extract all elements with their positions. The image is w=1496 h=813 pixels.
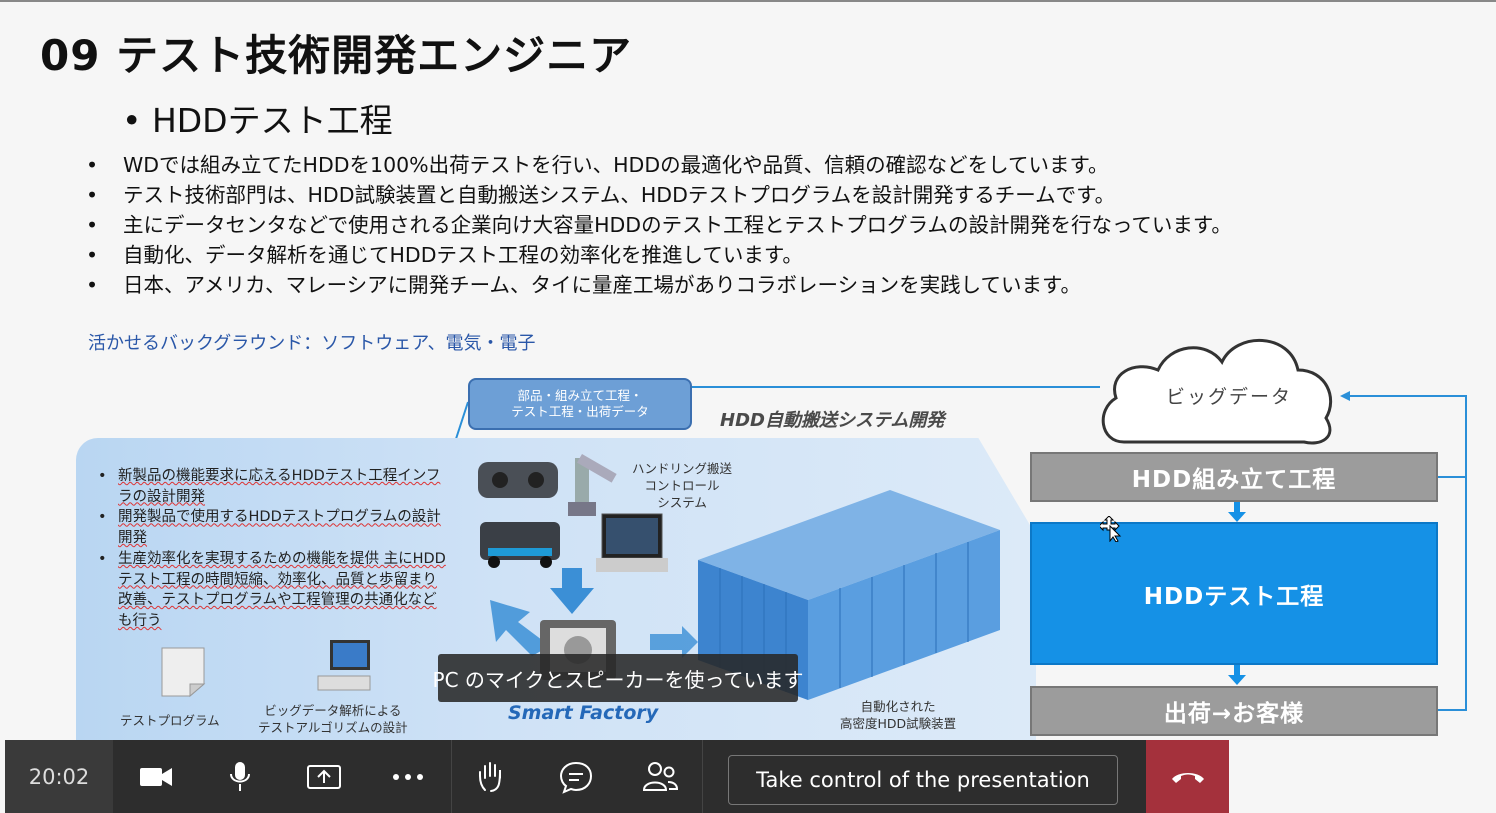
automated-tester-label: 自動化された 高密度HDD試験装置 — [840, 699, 957, 731]
camera-icon — [140, 767, 172, 786]
share-screen-button[interactable] — [289, 740, 359, 813]
audio-device-toast: PC のマイクとスピーカーを使っています — [433, 654, 804, 702]
more-actions-button[interactable] — [373, 740, 443, 813]
background-label: 活かせるバックグラウンド：ソフトウェア、電気・電子 — [88, 333, 536, 354]
agv-robot-icon — [480, 522, 560, 568]
flow-assembly-box: HDD組み立て工程 — [1030, 452, 1438, 502]
toolbar-divider — [702, 740, 703, 813]
laptop-icon — [596, 513, 668, 572]
flow-test-box: HDDテスト工程 — [1030, 522, 1438, 665]
flow-shipping-box: 出荷→お客様 — [1030, 686, 1438, 736]
chat-button[interactable] — [541, 740, 611, 813]
raise-hand-button[interactable] — [457, 740, 527, 813]
panel-item: 新製品の機能要求に応えるHDDテスト工程インフラの設計開発 — [96, 466, 451, 507]
share-screen-icon — [307, 764, 341, 789]
move-cursor-icon — [1100, 516, 1122, 542]
microphone-icon — [230, 761, 250, 791]
more-icon — [393, 773, 423, 780]
test-program-label: テストプログラム — [120, 713, 220, 728]
equipment-illustration — [478, 454, 1000, 700]
bullet-list: WDでは組み立てたHDDを100%出荷テストを行い、HDDの最適化や品質、信頼の… — [86, 150, 1232, 300]
slide-title: 09 テスト技術開発エンジニア — [40, 31, 633, 80]
camera-button[interactable] — [121, 740, 191, 813]
take-control-button[interactable]: Take control of the presentation — [728, 755, 1118, 805]
computer-icon — [317, 640, 371, 691]
down-arrow-icon — [1228, 502, 1246, 522]
bigdata-analysis-label: ビッグデータ解析による テストアルゴリズムの設計 — [258, 703, 408, 735]
bullet-item: テスト技術部門は、HDD試験装置と自動搬送システム、HDDテストプログラムを設計… — [86, 180, 1232, 210]
handling-label: ハンドリング搬送 コントロール システム — [632, 461, 733, 510]
data-callout: 部品・組み立て工程・ テスト工程・出荷データ — [468, 378, 692, 430]
meeting-timer: 20:02 — [5, 740, 113, 813]
panel-list: 新製品の機能要求に応えるHDDテスト工程インフラの設計開発 開発製品で使用するH… — [96, 466, 451, 632]
bullet-item: 日本、アメリカ、マレーシアに開発チーム、タイに量産工場がありコラボレーションを実… — [86, 270, 1232, 300]
down-arrow-icon — [1228, 665, 1246, 685]
cloud-icon — [1101, 339, 1333, 445]
bullet-item: 主にデータセンタなどで使用される企業向け大容量HDDのテスト工程とテストプログラ… — [86, 210, 1232, 240]
toolbar-divider — [451, 740, 452, 813]
chat-icon — [559, 761, 593, 794]
bullet-item: WDでは組み立てたHDDを100%出荷テストを行い、HDDの最適化や品質、信頼の… — [86, 150, 1232, 180]
slide-subtitle: • HDDテスト工程 — [122, 101, 393, 140]
meeting-toolbar: 20:02 — [5, 740, 1229, 813]
hdd-transport-label: HDD自動搬送システム開発 — [720, 410, 945, 431]
robot-arm-icon — [568, 454, 617, 516]
panel-item: 生産効率化を実現するための機能を提供 主にHDDテスト工程の時間短縮、効率化、品… — [96, 549, 451, 632]
raise-hand-icon — [479, 761, 501, 792]
panel-item: 開発製品で使用するHDDテストプログラムの設計開発 — [96, 507, 451, 548]
participants-button[interactable] — [625, 740, 695, 813]
smart-factory-label: Smart Factory — [508, 702, 659, 724]
sensor-camera-icon — [478, 462, 558, 498]
microphone-button[interactable] — [205, 740, 275, 813]
cloud-label: ビッグデータ — [1166, 386, 1293, 408]
bullet-item: 自動化、データ解析を通じてHDDテスト工程の効率化を推進しています。 — [86, 240, 1232, 270]
document-icon — [161, 647, 206, 698]
participants-icon — [642, 761, 679, 791]
leave-call-button[interactable] — [1146, 740, 1229, 813]
hang-up-icon — [1171, 772, 1204, 783]
